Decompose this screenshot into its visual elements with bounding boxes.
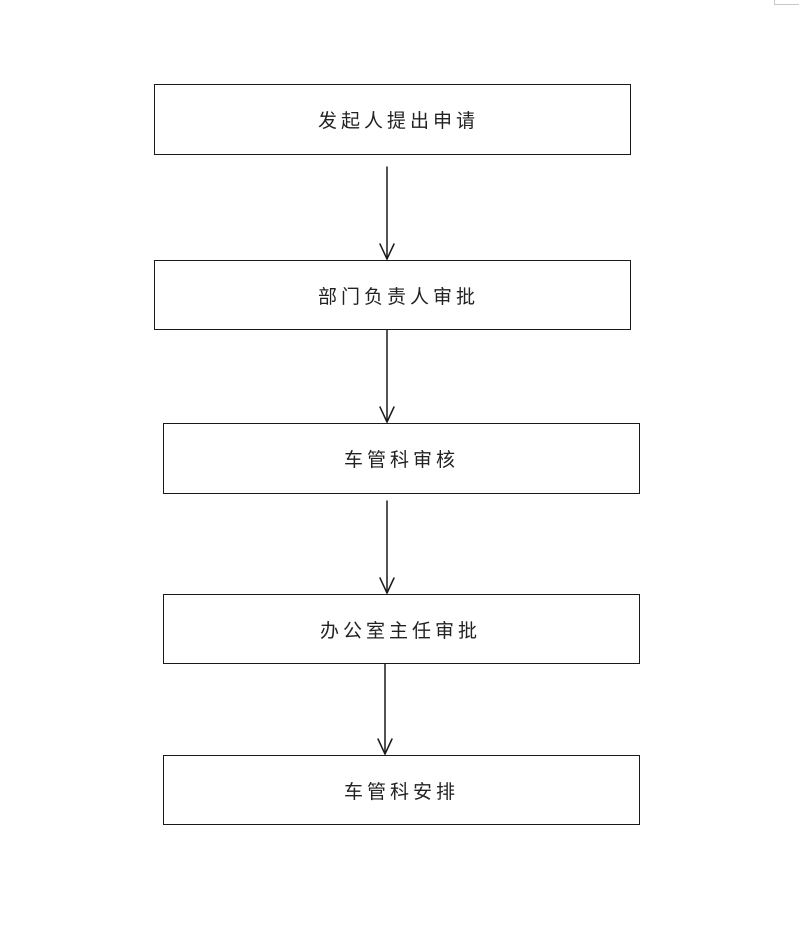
arrow-3-to-4 xyxy=(379,500,395,594)
arrow-4-to-5 xyxy=(377,663,393,755)
step-label: 车管科安排 xyxy=(343,780,459,803)
step-submit-application: 发起人提出申请 xyxy=(154,84,631,155)
arrow-2-to-3 xyxy=(379,329,395,423)
arrow-1-to-2 xyxy=(379,166,395,260)
page-corner-mark xyxy=(774,0,799,5)
step-department-head-approval: 部门负责人审批 xyxy=(154,260,631,330)
step-label: 部门负责人审批 xyxy=(317,285,479,308)
step-vehicle-section-arrangement: 车管科安排 xyxy=(163,755,640,825)
step-office-director-approval: 办公室主任审批 xyxy=(163,594,640,664)
step-label: 车管科审核 xyxy=(343,449,459,471)
step-label: 发起人提出申请 xyxy=(317,110,479,132)
step-label: 办公室主任审批 xyxy=(319,619,481,642)
step-vehicle-section-review: 车管科审核 xyxy=(163,423,640,494)
